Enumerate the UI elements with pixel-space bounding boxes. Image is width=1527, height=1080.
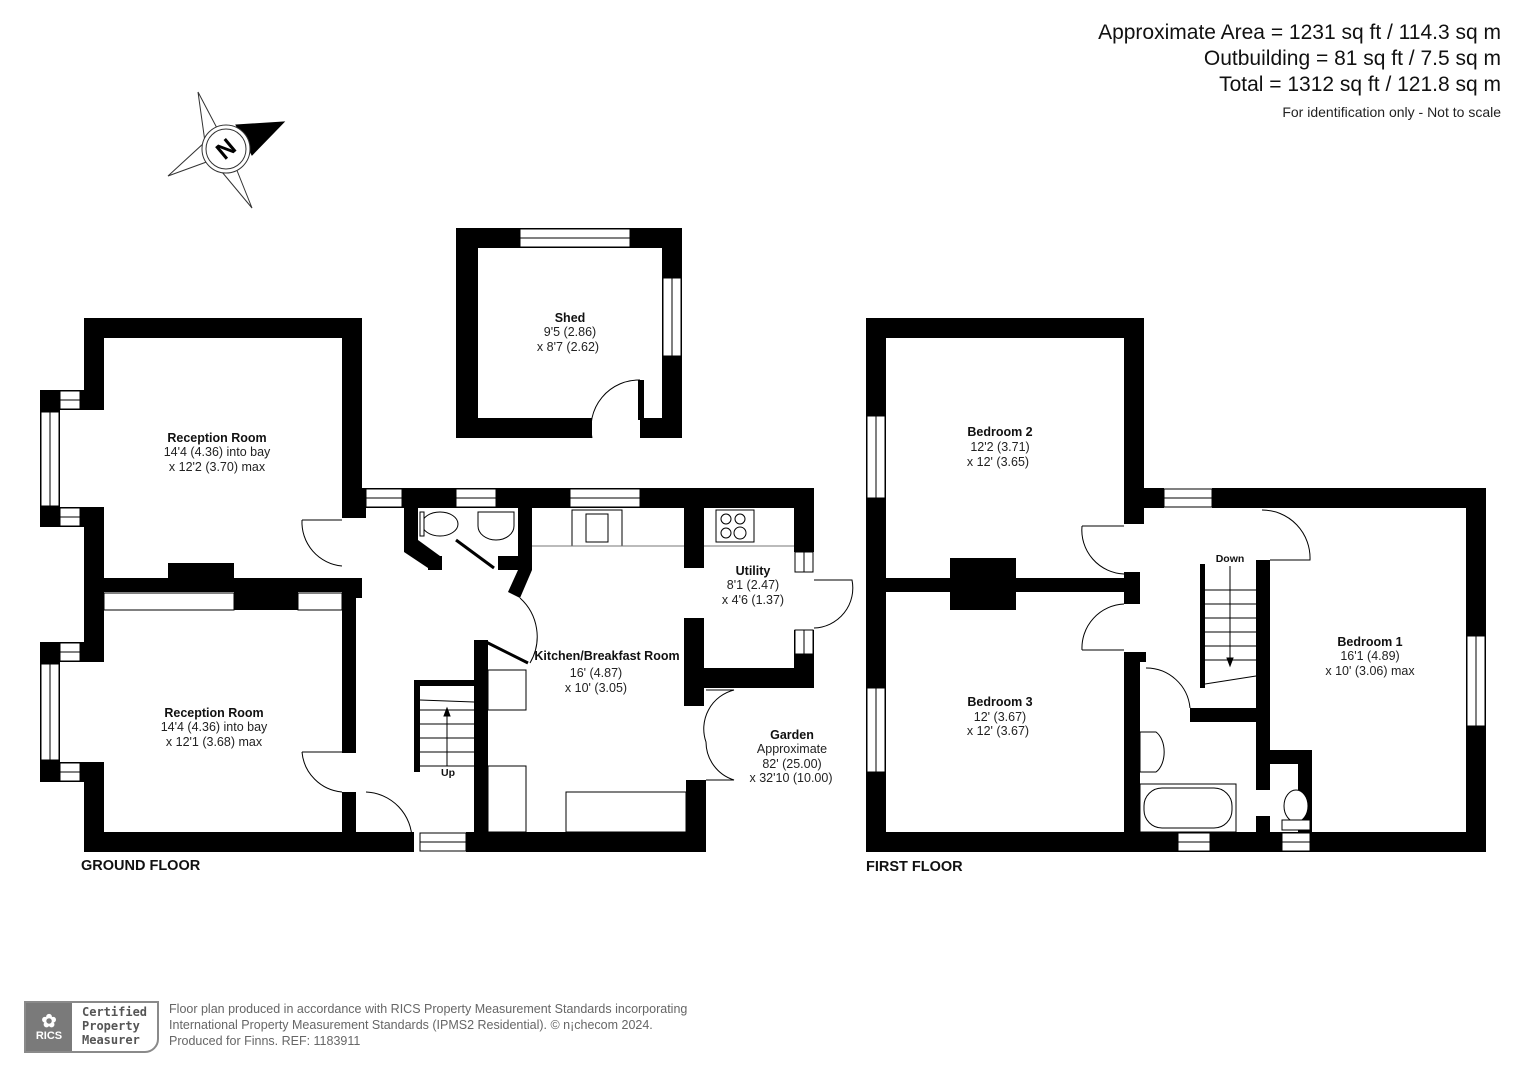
svg-text:12'2 (3.71): 12'2 (3.71)	[970, 440, 1029, 454]
footer-disclaimer: Floor plan produced in accordance with R…	[169, 1002, 688, 1048]
stairs-down-label: Down	[1216, 553, 1245, 565]
rics-lion-icon: ✿	[41, 1011, 57, 1031]
svg-text:9'5 (2.86): 9'5 (2.86)	[544, 325, 596, 339]
stairs-up-icon	[419, 699, 475, 767]
rics-certified-badge: ✿ RICS Certified Property Measurer	[24, 1001, 160, 1053]
outbuilding-area: Outbuilding = 81 sq ft / 7.5 sq m	[1203, 47, 1501, 70]
first-floor-label: FIRST FLOOR	[866, 859, 963, 875]
svg-text:x 12' (3.67): x 12' (3.67)	[967, 724, 1029, 738]
svg-text:8'1 (2.47): 8'1 (2.47)	[727, 578, 779, 592]
ground-floor-doors	[301, 519, 854, 841]
ground-floor-walls	[40, 318, 814, 852]
approximate-area: Approximate Area = 1231 sq ft / 114.3 sq…	[1098, 21, 1501, 44]
svg-text:12' (3.67): 12' (3.67)	[974, 710, 1026, 724]
svg-text:82' (25.00): 82' (25.00)	[762, 757, 821, 771]
room-labels: Reception Room 14'4 (4.36) into bay x 12…	[161, 311, 1416, 785]
area-summary: Approximate Area = 1231 sq ft / 114.3 sq…	[1098, 20, 1501, 120]
hob-icon	[715, 509, 755, 543]
svg-text:x 12'2 (3.70) max: x 12'2 (3.70) max	[169, 460, 266, 474]
svg-text:Approximate: Approximate	[757, 742, 827, 756]
svg-text:Garden: Garden	[770, 728, 814, 742]
wc-toilet-icon	[1283, 789, 1309, 823]
svg-text:x 12'1 (3.68) max: x 12'1 (3.68) max	[166, 735, 263, 749]
svg-text:Shed: Shed	[555, 311, 586, 325]
svg-text:Reception Room: Reception Room	[164, 706, 263, 720]
svg-text:14'4 (4.36) into bay: 14'4 (4.36) into bay	[161, 720, 268, 734]
svg-text:x 8'7 (2.62): x 8'7 (2.62)	[537, 340, 599, 354]
scale-disclaimer: For identification only - Not to scale	[1282, 104, 1501, 120]
svg-text:16'1 (4.89): 16'1 (4.89)	[1340, 649, 1399, 663]
sink-icon	[477, 511, 515, 541]
rics-logo: ✿ RICS	[26, 1003, 72, 1051]
stairs-down-icon	[1204, 566, 1257, 685]
ground-floor-label: GROUND FLOOR	[81, 858, 201, 874]
svg-text:Bedroom 2: Bedroom 2	[967, 425, 1032, 439]
svg-text:16' (4.87): 16' (4.87)	[570, 666, 622, 680]
svg-text:x 32'10 (10.00): x 32'10 (10.00)	[750, 771, 833, 785]
north-compass-icon: N	[167, 91, 286, 209]
svg-text:x 10' (3.05): x 10' (3.05)	[565, 681, 627, 695]
room-name: Reception Room	[167, 431, 266, 445]
first-floor-doors	[1081, 509, 1311, 709]
shed-door-swing	[590, 379, 641, 439]
svg-text:Bedroom 3: Bedroom 3	[967, 695, 1032, 709]
basin-icon	[1139, 731, 1165, 773]
svg-text:x 10' (3.06) max: x 10' (3.06) max	[1325, 664, 1415, 678]
svg-text:Bedroom 1: Bedroom 1	[1337, 635, 1402, 649]
svg-text:Utility: Utility	[736, 564, 771, 578]
stairs-up-label: Up	[441, 767, 455, 779]
svg-text:Kitchen/Breakfast Room: Kitchen/Breakfast Room	[534, 649, 679, 663]
first-floor-walls	[866, 318, 1486, 852]
ground-floor-windows	[40, 390, 814, 852]
total-area: Total = 1312 sq ft / 121.8 sq m	[1219, 73, 1501, 96]
shed-windows	[519, 228, 682, 357]
svg-text:x 4'6 (1.37): x 4'6 (1.37)	[722, 593, 784, 607]
first-floor-fixtures	[1139, 566, 1311, 833]
footer: ✿ RICS Certified Property Measurer Floor…	[24, 1001, 687, 1053]
svg-text:14'4 (4.36) into bay: 14'4 (4.36) into bay	[164, 445, 271, 459]
toilet-icon	[421, 511, 459, 537]
first-floor-windows	[866, 415, 1486, 852]
ground-floor-fixtures	[419, 509, 794, 833]
svg-text:x 12' (3.65): x 12' (3.65)	[967, 455, 1029, 469]
